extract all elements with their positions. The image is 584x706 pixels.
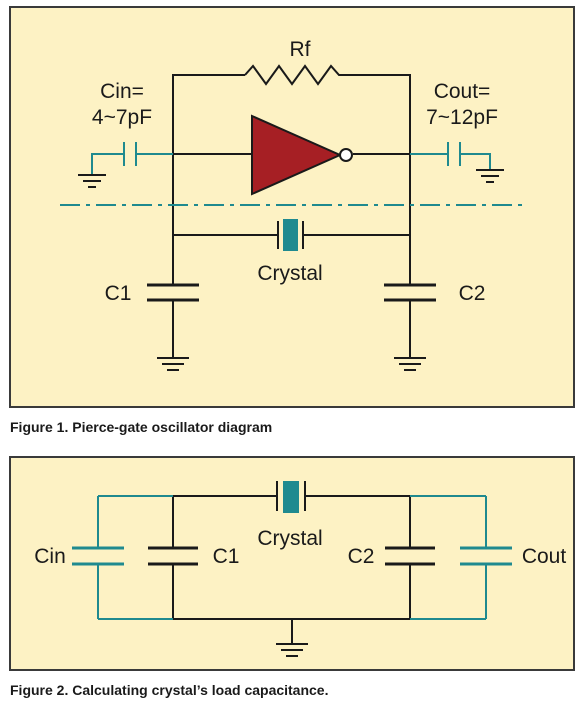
cout-label-line1: Cout= bbox=[434, 80, 491, 103]
c1-label-fig2: C1 bbox=[213, 545, 240, 568]
crystal-label-fig1: Crystal bbox=[257, 262, 322, 285]
c2-label-fig1: C2 bbox=[459, 282, 486, 305]
crystal-body-fig2 bbox=[283, 481, 299, 513]
parasitic-grounds bbox=[78, 169, 504, 188]
figure-2-caption: Figure 2. Calculating crystal’s load cap… bbox=[10, 682, 329, 698]
cout-label-fig2: Cout bbox=[522, 545, 567, 568]
inverter-triangle bbox=[251, 114, 343, 196]
cin-label-line2: 4~7pF bbox=[92, 106, 152, 129]
figure-2-parasitics bbox=[72, 495, 512, 620]
parasitic-caps bbox=[60, 142, 528, 206]
c2-label-fig2: C2 bbox=[348, 545, 375, 568]
cin-label-fig2: Cin bbox=[34, 545, 66, 568]
cout-wire bbox=[410, 153, 491, 170]
figure-1-caption: Figure 1. Pierce-gate oscillator diagram bbox=[10, 419, 273, 435]
cout-label-line2: 7~12pF bbox=[426, 106, 498, 129]
figure-1-circuit bbox=[140, 64, 448, 371]
c1-label-fig1: C1 bbox=[105, 282, 132, 305]
inverter-bubble bbox=[339, 148, 353, 162]
cin-wire bbox=[91, 153, 173, 175]
rf-label: Rf bbox=[290, 38, 311, 61]
figure-2-circuit bbox=[148, 481, 435, 657]
figure-1-panel bbox=[9, 6, 575, 408]
crystal-body-fig1 bbox=[283, 219, 298, 251]
rf-resistor bbox=[244, 64, 347, 86]
cin-label-line1: Cin= bbox=[100, 80, 144, 103]
crystal-label-fig2: Crystal bbox=[257, 527, 322, 550]
rf-wire bbox=[172, 74, 411, 154]
